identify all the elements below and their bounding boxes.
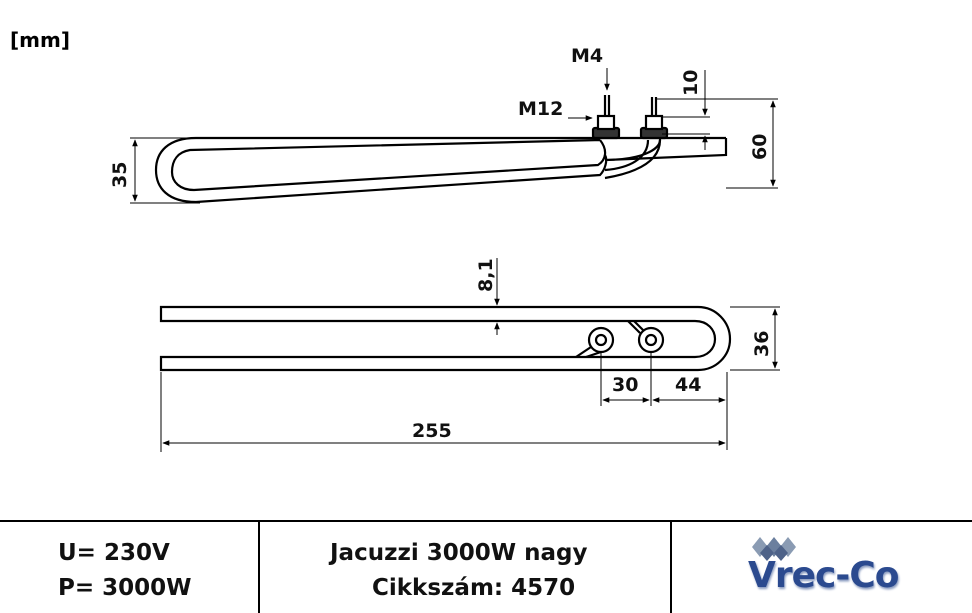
- label-m12: M12: [518, 98, 563, 120]
- technical-drawing: M4 M12 10 60 35 8,1 36 30 44 255: [109, 45, 780, 452]
- label-m4: M4: [571, 45, 603, 67]
- dim-10: 10: [680, 70, 702, 96]
- dim-36: 36: [751, 331, 773, 357]
- title-block-divider-1: [258, 520, 260, 613]
- logo-diamonds-icon: [752, 537, 796, 561]
- dim-8-1: 8,1: [475, 258, 497, 292]
- top-view-terminal-right: [637, 326, 665, 354]
- voltage-label: U= 230V: [58, 540, 170, 566]
- top-view-dimensions: [160, 258, 780, 452]
- logo-text: Vrec-Co: [748, 555, 899, 596]
- side-view: [154, 95, 728, 204]
- side-view-dimensions: [130, 68, 778, 204]
- company-logo: Vrec-Co: [748, 533, 938, 603]
- unit-label: [mm]: [10, 28, 70, 52]
- dim-35: 35: [109, 162, 131, 188]
- article-number: Cikkszám: 4570: [372, 575, 576, 601]
- side-view-element-inner-loop: [170, 138, 607, 192]
- title-block-top-border: [0, 520, 972, 522]
- title-block-divider-2: [670, 520, 672, 613]
- power-label: P= 3000W: [58, 575, 192, 601]
- top-view: [159, 305, 732, 372]
- dim-44: 44: [675, 374, 701, 396]
- dim-255: 255: [412, 420, 452, 442]
- dim-30: 30: [612, 374, 638, 396]
- top-view-element-outline: [159, 305, 732, 372]
- side-view-element-outline: [154, 136, 728, 204]
- product-name: Jacuzzi 3000W nagy: [330, 540, 588, 566]
- dim-60: 60: [749, 134, 771, 160]
- top-view-terminal-left: [587, 326, 615, 354]
